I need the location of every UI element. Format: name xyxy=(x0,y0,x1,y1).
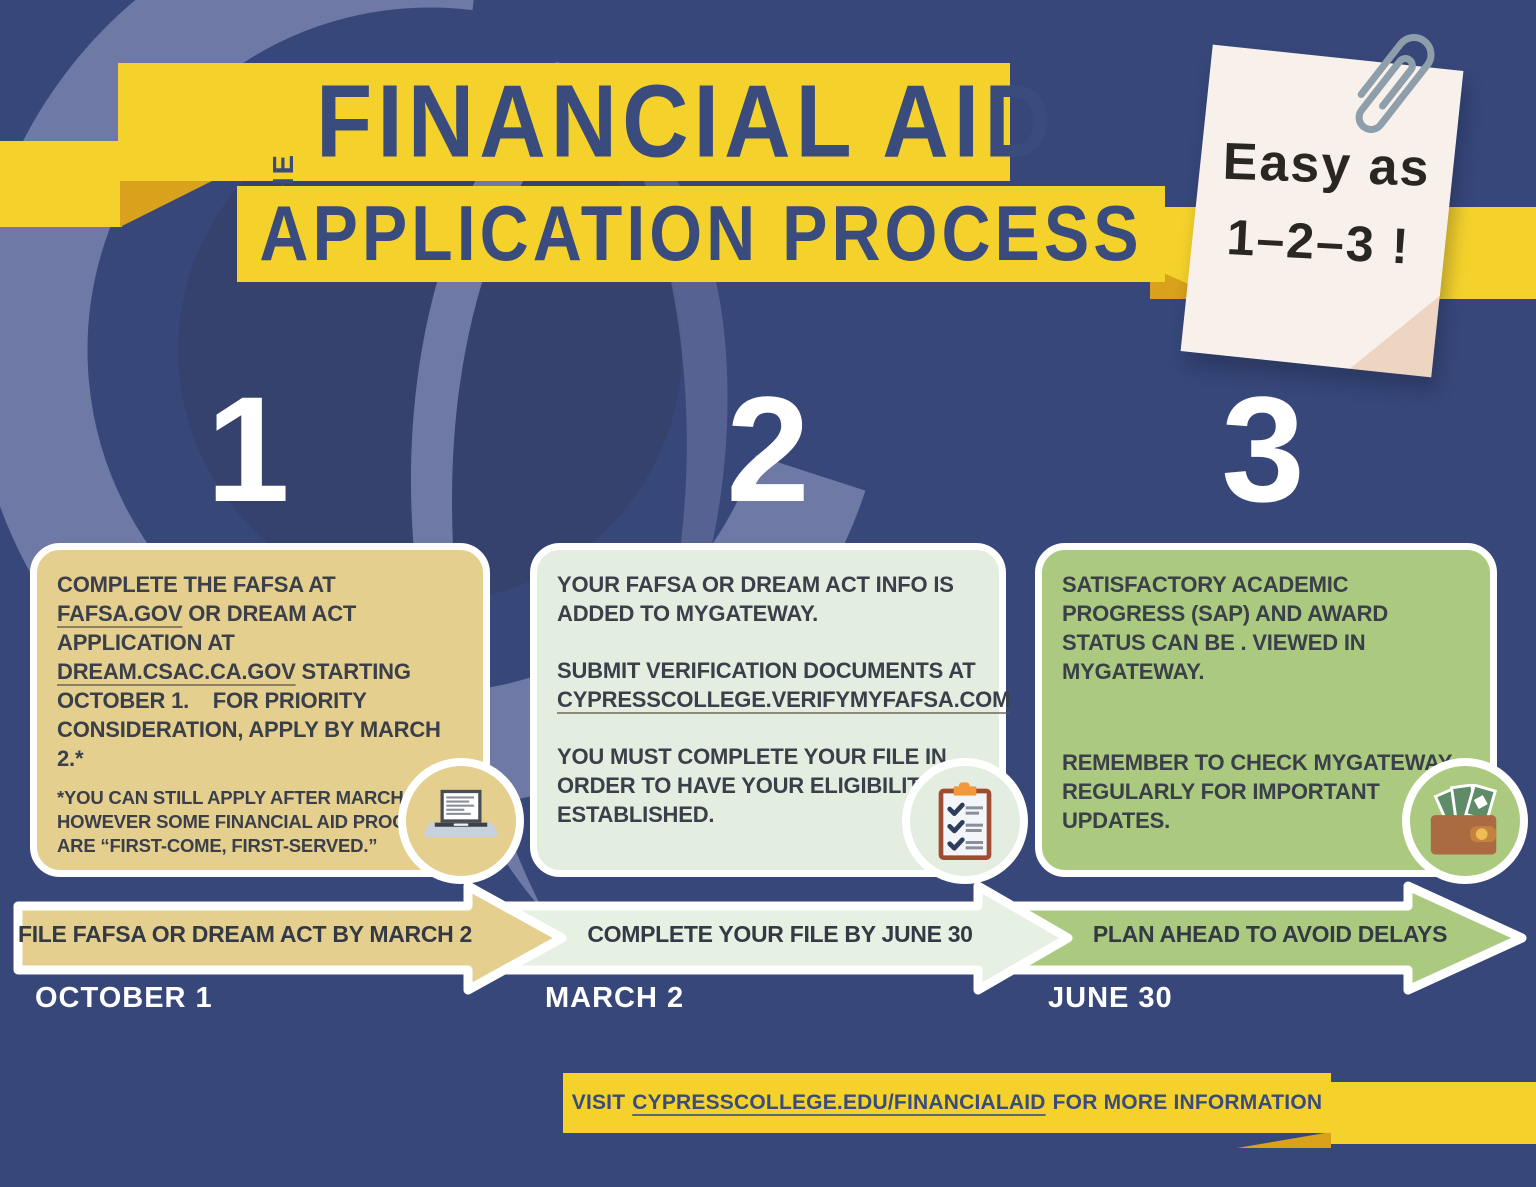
ribbon-fold-left xyxy=(120,181,212,227)
step-1-icon-circle xyxy=(398,758,524,884)
date-label-march-2: MARCH 2 xyxy=(545,982,685,1014)
step-2-icon-circle xyxy=(902,758,1028,884)
arrow-2-label: COMPLETE YOUR FILE BY JUNE 30 xyxy=(587,921,973,947)
subtitle-banner: APPLICATION PROCESS xyxy=(237,186,1165,282)
footer-visit-label: VISIT xyxy=(571,1091,626,1114)
step-3-paragraph-2: REMEMBER TO CHECK MYGATEWAY REGULARLY FO… xyxy=(1062,750,1452,834)
step-1-footnote: *YOU CAN STILL APPLY AFTER MARCH 2 HOWEV… xyxy=(57,787,461,856)
footer-more-info-label: FOR MORE INFORMATION xyxy=(1052,1091,1323,1114)
step-2-text-a: SUBMIT VERIFICATION DOCUMENTS AT xyxy=(557,658,976,684)
step-1-body: COMPLETE THE FAFSA AT FAFSA.GOV OR DREAM… xyxy=(57,570,463,773)
footer-ribbon-tail xyxy=(1331,1082,1536,1144)
verifymyfafsa-link[interactable]: CYPRESSCOLLEGE.VERIFYMYFAFSA.COM xyxy=(557,687,1011,713)
wallet-icon xyxy=(1430,784,1498,855)
arrow-1-label: FILE FAFSA OR DREAM ACT BY MARCH 2 xyxy=(17,921,473,947)
step-1-text-b: OR DREAM ACT APPLICATION AT xyxy=(57,601,357,656)
footer-banner: VISIT CYPRESSCOLLEGE.EDU/FINANCIALAID FO… xyxy=(563,1073,1331,1133)
step-1-text-a: COMPLETE THE FAFSA AT xyxy=(57,572,336,597)
step-3-icon-circle xyxy=(1402,758,1528,884)
dream-csac-link[interactable]: DREAM.CSAC.CA.GOV xyxy=(57,659,296,685)
date-label-june-30: JUNE 30 xyxy=(1048,982,1173,1014)
sticky-note-line2: 1–2–3 ! xyxy=(1225,209,1412,275)
step-2-number: 2 xyxy=(726,365,810,533)
step-1-number: 1 xyxy=(206,365,290,533)
step-3-number: 3 xyxy=(1221,365,1305,533)
title-line1: FINANCIAL AID xyxy=(316,64,1056,180)
fafsa-gov-link[interactable]: FAFSA.GOV xyxy=(57,601,183,627)
checklist-icon xyxy=(938,782,992,860)
financial-aid-link[interactable]: CYPRESSCOLLEGE.EDU/FINANCIALAID xyxy=(632,1091,1046,1114)
step-1-text-c: STARTING OCTOBER 1. FOR PRIORITY CONSIDE… xyxy=(57,659,441,772)
ribbon-tail-left xyxy=(0,141,122,227)
title-banner: THE FINANCIAL AID xyxy=(118,63,1051,219)
step-2-paragraph-2: SUBMIT VERIFICATION DOCUMENTS AT CYPRESS… xyxy=(557,656,1010,714)
date-label-october-1: OCTOBER 1 xyxy=(35,982,213,1014)
step-2-paragraph-1: YOUR FAFSA OR DREAM ACT INFO IS ADDED TO… xyxy=(557,572,954,627)
laptop-icon xyxy=(424,789,498,838)
step-3-paragraph-1: SATISFACTORY ACADEMIC PROGRESS (SAP) AND… xyxy=(1062,572,1389,685)
title-line2: APPLICATION PROCESS xyxy=(259,190,1143,278)
footer-ribbon-fold xyxy=(1237,1132,1331,1148)
step-2-paragraph-3: YOU MUST COMPLETE YOUR FILE IN ORDER TO … xyxy=(557,744,947,828)
paperclip-icon xyxy=(1355,34,1435,133)
arrow-3-label: PLAN AHEAD TO AVOID DELAYS xyxy=(1092,921,1448,947)
